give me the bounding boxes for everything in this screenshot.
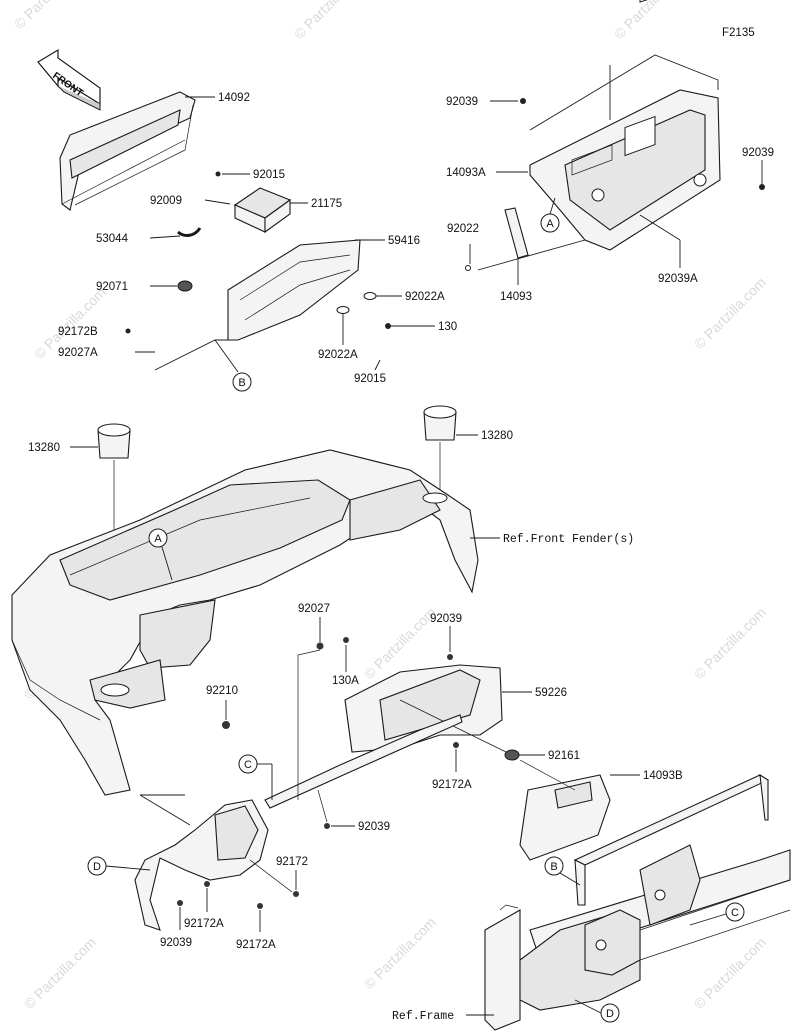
ref-marker-b-frame xyxy=(544,856,564,876)
ref-marker-d-left-label: D xyxy=(93,861,101,873)
screw-icon xyxy=(125,328,131,334)
ref-marker-b xyxy=(232,372,252,392)
ref-marker-b-label: B xyxy=(238,377,245,389)
side-bracket xyxy=(134,799,269,931)
frame-ref xyxy=(484,773,791,1031)
rivet-icon xyxy=(447,654,453,660)
bracket-59416 xyxy=(227,239,361,341)
cup-holder-right xyxy=(423,405,457,441)
cup-holder-left xyxy=(97,423,131,459)
ref-marker-c-frame-label: C xyxy=(731,907,739,919)
callout-92027A: 92027A xyxy=(58,347,98,359)
ref-marker-a-top-label: A xyxy=(546,218,554,230)
strip-14093 xyxy=(504,207,529,259)
rivet-icon xyxy=(177,900,183,906)
lid-14093B xyxy=(519,774,611,861)
callout-92039-bar: 92039 xyxy=(358,821,390,833)
callout-13280-right: 13280 xyxy=(481,430,513,442)
callout-14093A: 14093A xyxy=(446,167,486,179)
washer-icon xyxy=(336,306,350,314)
support-bar xyxy=(264,649,463,809)
ref-marker-c-frame xyxy=(725,902,745,922)
callout-92161: 92161 xyxy=(548,750,580,762)
ref-marker-a-dash xyxy=(148,528,168,548)
callout-92027: 92027 xyxy=(298,603,330,615)
screw-icon xyxy=(257,903,263,909)
ref-marker-c-mid-label: C xyxy=(244,759,252,771)
washer-icon xyxy=(465,265,471,271)
callout-92039-mid: 92039 xyxy=(430,613,462,625)
ref-front-fender: Ref.Front Fender(s) xyxy=(503,533,634,546)
watermark: © Partzilla.com xyxy=(611,0,689,42)
watermark: © Partzilla.com xyxy=(691,934,769,1012)
callout-13280-left: 13280 xyxy=(28,442,60,454)
callout-92071: 92071 xyxy=(96,281,128,293)
rivet-icon xyxy=(520,98,526,104)
watermark: © Partzilla.com xyxy=(691,604,769,682)
callout-92210: 92210 xyxy=(206,685,238,697)
bolt-icon xyxy=(385,323,391,329)
callout-92039A: 92039A xyxy=(658,273,698,285)
watermark: © Partzilla.com xyxy=(691,274,769,352)
callout-14093: 14093 xyxy=(500,291,532,303)
callout-92172B: 92172B xyxy=(58,326,98,338)
ref-frame: Ref.Frame xyxy=(392,1010,454,1023)
screw-icon xyxy=(204,881,210,887)
callout-14093B: 14093B xyxy=(643,770,683,782)
meter-cover-14092 xyxy=(59,91,196,211)
rivet-icon xyxy=(759,184,765,190)
grommet-icon xyxy=(177,280,193,292)
callout-92172A-lower-left: 92172A xyxy=(184,918,224,930)
watermark: © Partzilla.com xyxy=(11,0,89,32)
bolt-icon xyxy=(343,637,349,643)
screw-icon xyxy=(293,891,299,897)
callout-130: 130 xyxy=(438,321,457,333)
figure-code: F2135 xyxy=(722,27,755,39)
ref-marker-d-frame-label: D xyxy=(606,1008,614,1020)
washer-icon xyxy=(363,292,377,300)
callout-92022A-upper: 92022A xyxy=(405,291,445,303)
nut-icon xyxy=(215,171,221,177)
watermark: © Partzilla.com xyxy=(21,934,99,1012)
callout-92022: 92022 xyxy=(447,223,479,235)
callout-21175: 21175 xyxy=(311,198,342,210)
callout-92039-right: 92039 xyxy=(742,147,774,159)
callout-92015-bottom: 92015 xyxy=(354,373,386,385)
callout-59226: 59226 xyxy=(535,687,567,699)
callout-92039-lower: 92039 xyxy=(160,937,192,949)
callout-92009: 92009 xyxy=(150,195,182,207)
callout-92022A-lower: 92022A xyxy=(318,349,358,361)
callout-130A: 130A xyxy=(332,675,359,687)
watermark: © Partzilla.com xyxy=(361,914,439,992)
watermark: © Partzilla.com xyxy=(291,0,369,42)
callout-59416: 59416 xyxy=(388,235,420,247)
grommet-icon xyxy=(222,721,230,729)
ref-marker-b-frame-label: B xyxy=(550,861,557,873)
rivet-icon xyxy=(324,823,330,829)
callout-92172: 92172 xyxy=(276,856,308,868)
ref-marker-a-dash-label: A xyxy=(154,533,162,545)
meter-panel-14093A xyxy=(529,0,721,251)
callout-92172A-lower-right: 92172A xyxy=(236,939,276,951)
callout-92039-top: 92039 xyxy=(446,96,478,108)
callout-92172A-mid: 92172A xyxy=(432,779,472,791)
callout-53044: 53044 xyxy=(96,233,129,245)
grommet-icon xyxy=(504,749,520,761)
ecu-21175 xyxy=(233,187,292,234)
nut-icon xyxy=(316,642,324,650)
callout-92015-top: 92015 xyxy=(253,169,285,181)
front-arrow-icon: FRONT xyxy=(37,48,101,111)
callout-14092: 14092 xyxy=(218,92,250,104)
dashboard-body xyxy=(11,449,479,796)
screw-icon xyxy=(453,742,459,748)
